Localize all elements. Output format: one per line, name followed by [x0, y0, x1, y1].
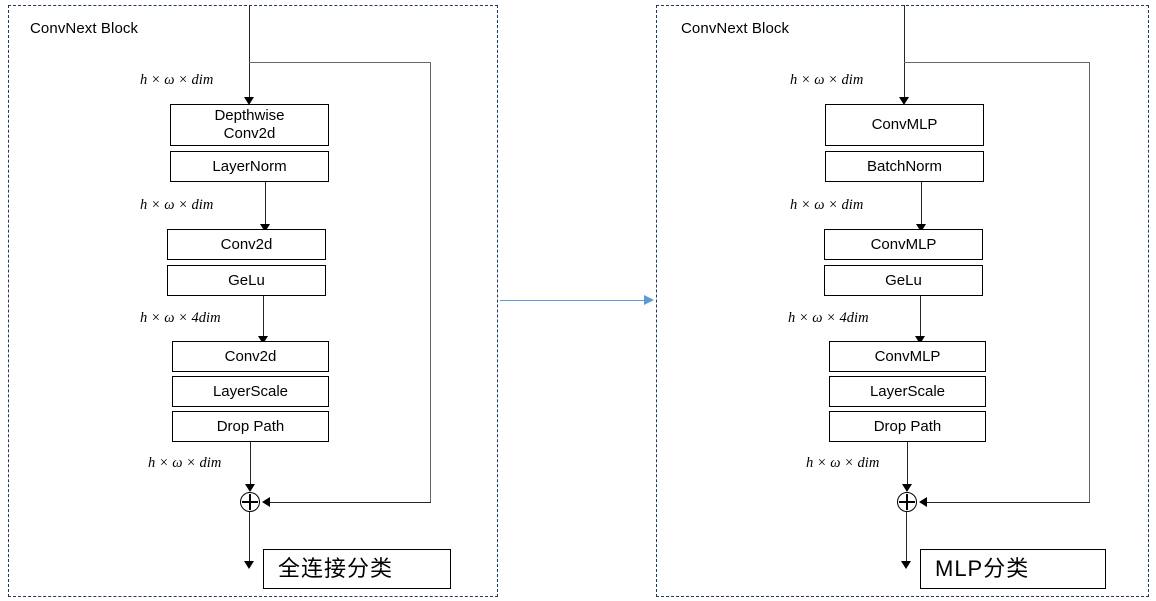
- right-shape-label-after-norm: h × ω × dim: [790, 197, 864, 213]
- left-connector-1: [265, 182, 266, 227]
- right-block-convmlp-project[interactable]: ConvMLP: [829, 341, 986, 372]
- right-block-gelu[interactable]: GeLu: [824, 265, 983, 296]
- left-connector-2-arrowhead: [258, 336, 268, 344]
- right-shape-label-input: h × ω × dim: [790, 72, 864, 88]
- left-residual-top-line: [249, 62, 431, 63]
- right-block-layerscale[interactable]: LayerScale: [829, 376, 986, 407]
- right-connector-1: [921, 182, 922, 227]
- right-residual-top-line: [904, 62, 1090, 63]
- right-block-convmlp-depthwise[interactable]: ConvMLP: [825, 104, 984, 146]
- left-residual-side-line: [430, 62, 431, 502]
- left-residual-arrowhead: [262, 497, 270, 507]
- right-output-arrowhead: [901, 561, 911, 569]
- transition-arrow-head: [644, 295, 654, 305]
- left-shape-label-after-norm: h × ω × dim: [140, 197, 214, 213]
- right-shape-label-after-gelu: h × ω × 4dim: [788, 310, 869, 326]
- left-output-arrowhead: [244, 561, 254, 569]
- left-block-droppath[interactable]: Drop Path: [172, 411, 329, 442]
- right-convnext-panel: [656, 5, 1149, 597]
- left-block-depthwise-conv2d[interactable]: Depthwise Conv2d: [170, 104, 329, 146]
- left-connector-3: [250, 442, 251, 487]
- right-block-convmlp-expand[interactable]: ConvMLP: [824, 229, 983, 260]
- right-connector-3-arrowhead: [902, 484, 912, 492]
- left-shape-label-after-droppath: h × ω × dim: [148, 455, 222, 471]
- left-residual-return-line: [264, 502, 431, 503]
- right-residual-side-line: [1089, 62, 1090, 502]
- transition-arrow-line: [500, 300, 644, 301]
- right-shape-label-after-droppath: h × ω × dim: [806, 455, 880, 471]
- left-convnext-panel: [8, 5, 498, 597]
- left-classifier-box[interactable]: 全连接分类: [263, 549, 451, 589]
- left-input-line: [249, 5, 250, 100]
- right-residual-arrowhead: [919, 497, 927, 507]
- right-classifier-box[interactable]: MLP分类: [920, 549, 1106, 589]
- left-block-layernorm[interactable]: LayerNorm: [170, 151, 329, 182]
- right-connector-2: [920, 296, 921, 339]
- right-connector-2-arrowhead: [915, 336, 925, 344]
- left-connector-1-arrowhead: [260, 224, 270, 232]
- right-block-batchnorm[interactable]: BatchNorm: [825, 151, 984, 182]
- left-connector-2: [263, 296, 264, 339]
- left-residual-add-node: [240, 492, 260, 512]
- left-shape-label-after-gelu: h × ω × 4dim: [140, 310, 221, 326]
- left-block-conv2d-project[interactable]: Conv2d: [172, 341, 329, 372]
- right-block-droppath[interactable]: Drop Path: [829, 411, 986, 442]
- right-output-line: [906, 512, 907, 564]
- right-residual-return-line: [921, 502, 1090, 503]
- left-block-gelu[interactable]: GeLu: [167, 265, 326, 296]
- left-input-arrowhead: [244, 97, 254, 105]
- left-output-line: [249, 512, 250, 564]
- left-panel-title: ConvNext Block: [30, 20, 139, 37]
- left-block-layerscale[interactable]: LayerScale: [172, 376, 329, 407]
- right-connector-1-arrowhead: [916, 224, 926, 232]
- right-input-line: [904, 5, 905, 100]
- left-connector-3-arrowhead: [245, 484, 255, 492]
- right-connector-3: [907, 442, 908, 487]
- left-shape-label-input: h × ω × dim: [140, 72, 214, 88]
- right-panel-title: ConvNext Block: [681, 20, 790, 37]
- right-input-arrowhead: [899, 97, 909, 105]
- right-residual-add-node: [897, 492, 917, 512]
- left-block-conv2d-expand[interactable]: Conv2d: [167, 229, 326, 260]
